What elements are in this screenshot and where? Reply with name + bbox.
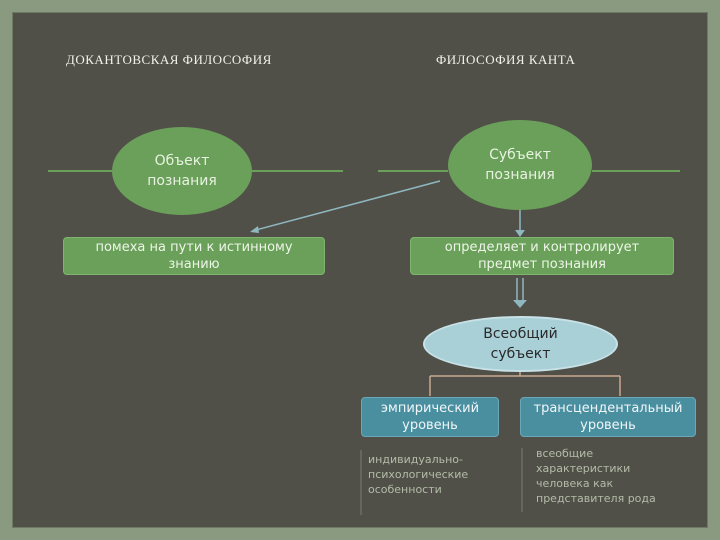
empirical-note-line: психологические bbox=[368, 468, 469, 481]
heading-kant: ФИЛОСОФИЯ КАНТА bbox=[436, 52, 576, 67]
transcendental-note-line: человека как bbox=[536, 477, 614, 490]
determines-box-line2: предмет познания bbox=[478, 257, 606, 272]
object-ellipse-line2: познания bbox=[147, 173, 217, 189]
empirical-note-line: особенности bbox=[368, 483, 442, 496]
empirical-line1: эмпирический bbox=[380, 401, 480, 416]
determines-box: определяет и контролирует предмет познан… bbox=[410, 237, 674, 275]
universal-subject-ellipse: Всеобщий субъект bbox=[423, 316, 618, 372]
heading-precritical: ДОКАНТОВСКАЯ ФИЛОСОФИЯ bbox=[66, 52, 272, 67]
empirical-note-line: индивидуально- bbox=[368, 453, 463, 466]
transcendental-note: всеобщие характеристики человека как пре… bbox=[536, 446, 656, 506]
universal-line1: Всеобщий bbox=[483, 326, 558, 342]
transcendental-line2: уровень bbox=[580, 418, 636, 433]
transcendental-level-box: трансцендентальный уровень bbox=[520, 397, 696, 437]
subject-down-arrowhead bbox=[515, 230, 525, 237]
diagonal-arrow-line bbox=[251, 180, 441, 232]
obstacle-box: помеха на пути к истинному знанию bbox=[63, 237, 325, 275]
empirical-line2: уровень bbox=[402, 418, 458, 433]
transcendental-note-line: представителя рода bbox=[536, 492, 656, 505]
obstacle-box-line1: помеха на пути к истинному bbox=[95, 240, 293, 255]
empirical-note: индивидуально- психологические особеннос… bbox=[368, 452, 468, 497]
subject-ellipse-line2: познания bbox=[485, 167, 555, 183]
transcendental-line1: трансцендентальный bbox=[533, 401, 683, 416]
transcendental-note-line: всеобщие bbox=[536, 447, 594, 460]
transcendental-note-line: характеристики bbox=[536, 462, 631, 475]
determines-box-line1: определяет и контролирует bbox=[444, 240, 640, 255]
universal-line2: субъект bbox=[490, 346, 551, 362]
subject-of-cognition-ellipse: Субъект познания bbox=[448, 120, 592, 210]
double-arrowhead bbox=[513, 300, 527, 308]
subject-ellipse-line1: Субъект bbox=[489, 147, 551, 163]
object-of-cognition-ellipse: Объект познания bbox=[112, 127, 252, 215]
diagonal-arrowhead bbox=[250, 226, 259, 233]
object-ellipse-line1: Объект bbox=[154, 153, 210, 169]
empirical-level-box: эмпирический уровень bbox=[361, 397, 499, 437]
obstacle-box-line2: знанию bbox=[168, 257, 220, 272]
